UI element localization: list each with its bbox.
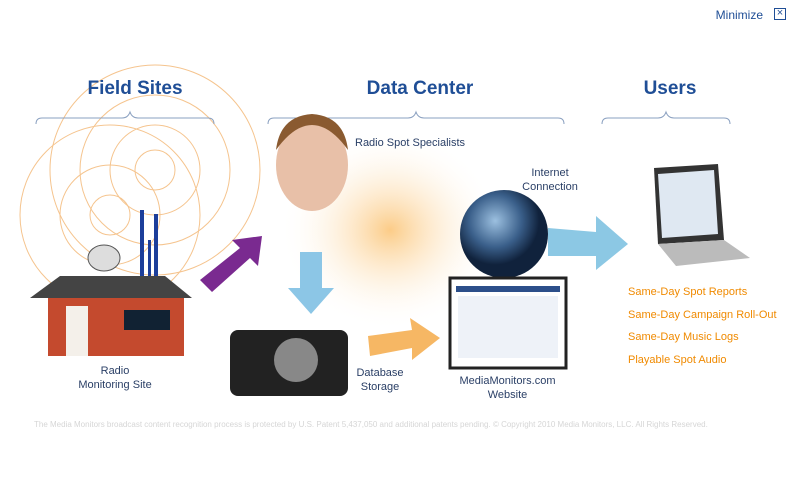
minimize-button[interactable]: Minimize <box>715 8 763 22</box>
label-line: Radio <box>100 365 130 377</box>
brace-data-center <box>267 110 565 125</box>
specialist-photo <box>276 114 348 211</box>
feature-item: Same-Day Music Logs <box>628 331 739 343</box>
heading-field-sites: Field Sites <box>87 78 183 99</box>
label-radio-spot-specialists: Radio Spot Specialists <box>355 137 466 149</box>
website-screenshot <box>448 276 568 370</box>
footer-copyright: The Media Monitors broadcast content rec… <box>34 420 708 429</box>
laptop-illustration <box>654 164 750 266</box>
label-line: MediaMonitors.com <box>459 375 556 387</box>
feature-item: Same-Day Spot Reports <box>628 286 748 298</box>
close-icon[interactable]: × <box>774 8 786 20</box>
label-line: Monitoring Site <box>78 379 152 391</box>
label-line: Internet <box>531 167 569 179</box>
arrow-to-website <box>368 318 440 360</box>
label-line: Database <box>356 367 404 379</box>
brace-users <box>601 110 731 125</box>
heading-users: Users <box>643 78 697 99</box>
label-line: Storage <box>360 381 400 393</box>
radio-site-illustration <box>30 210 192 356</box>
heading-data-center: Data Center <box>366 78 474 99</box>
database-photo <box>230 330 348 396</box>
arrow-to-database <box>288 252 334 314</box>
arrow-to-datacenter <box>200 236 262 292</box>
user-features-list: Same-Day Spot Reports Same-Day Campaign … <box>628 281 777 371</box>
diagram-art <box>19 64 750 396</box>
label-line: Connection <box>522 181 578 193</box>
arrow-to-users <box>548 216 628 270</box>
feature-item: Same-Day Campaign Roll-Out <box>628 308 777 321</box>
feature-item: Playable Spot Audio <box>628 353 727 366</box>
globe-icon <box>460 190 548 278</box>
brace-field-sites <box>35 110 215 125</box>
label-line: Website <box>487 389 528 401</box>
